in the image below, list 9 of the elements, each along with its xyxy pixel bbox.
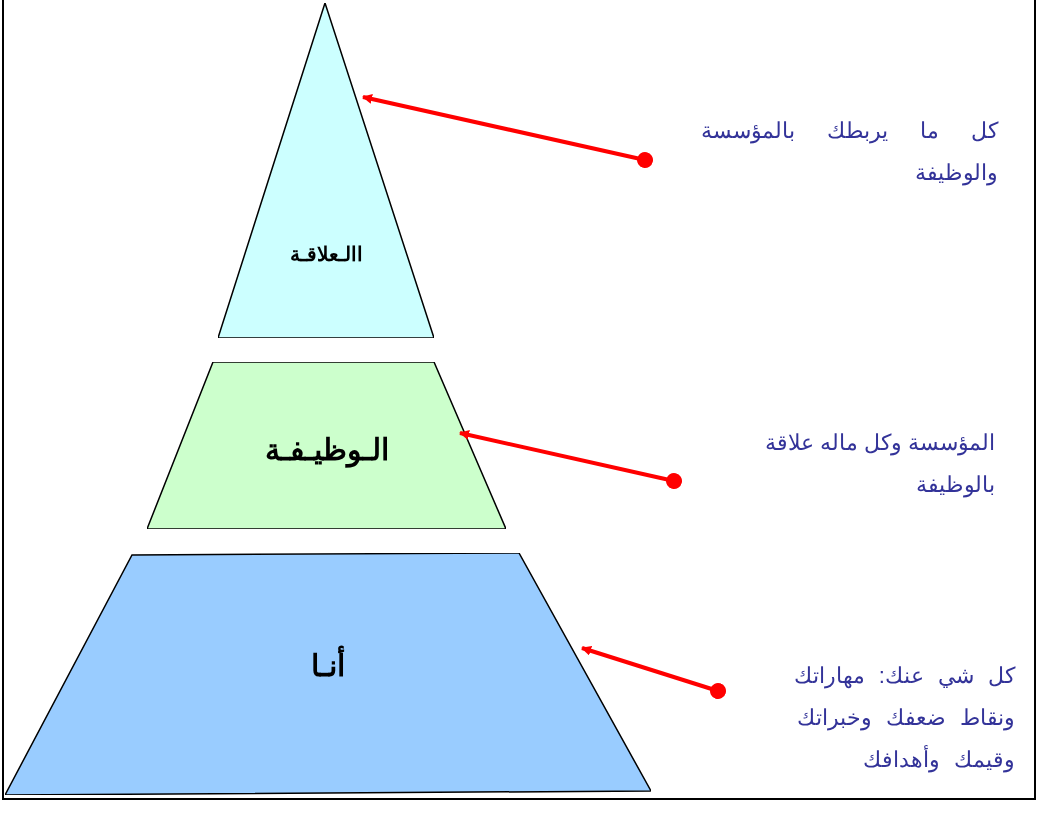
description-text: كل شي عنك: مهاراتك ونقاط ضعفك وخبراتك وقيمك وأهدافك	[792, 662, 1015, 775]
level-label: أنـا	[311, 643, 345, 688]
description-text: المؤسسة وكل ماله علاقة بالوظيفة	[763, 429, 995, 500]
pointer-arrow	[362, 94, 653, 168]
level-label: االـعلاقـة	[289, 242, 363, 267]
description-text: كل ما يربطك بالمؤسسة والوظيفة	[699, 117, 998, 188]
level-label: الـوظيـفـة	[264, 432, 389, 470]
pointer-arrow	[581, 645, 726, 699]
pointer-arrow	[459, 430, 682, 489]
